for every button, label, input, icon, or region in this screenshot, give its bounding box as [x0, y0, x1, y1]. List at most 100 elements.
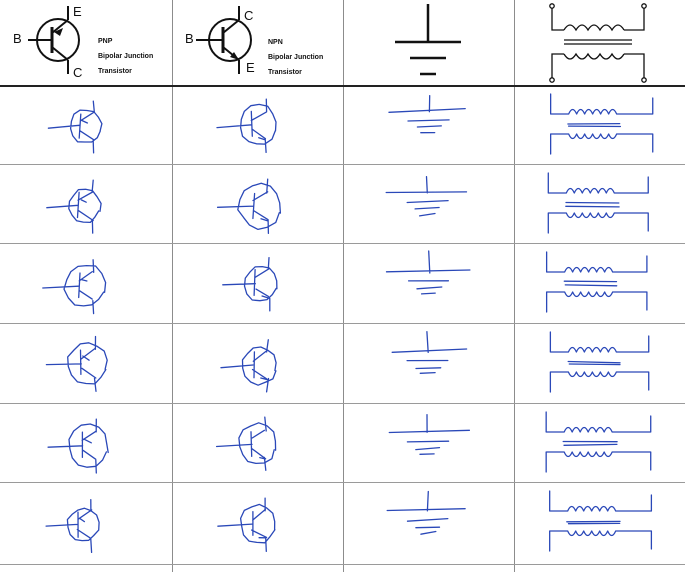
- sketch-cell: [172, 244, 343, 323]
- column-divider: [172, 0, 173, 572]
- sketch-cell: [343, 244, 514, 323]
- npn-transistor-sketch: [216, 98, 277, 154]
- ink-stroke: [549, 93, 654, 155]
- sketch-cell: [514, 86, 685, 165]
- npn-caption-line2: Bipolar Junction: [268, 53, 324, 61]
- pnp-transistor-symbol: [28, 6, 80, 74]
- sketch-cell: [514, 483, 685, 562]
- sketch-cell: [0, 483, 172, 562]
- terminal-b-label: B: [13, 31, 22, 46]
- sketch-cell: [172, 404, 343, 483]
- sketch-cell: [514, 165, 685, 244]
- pnp-transistor-sketch: [45, 335, 108, 392]
- ink-stroke: [47, 418, 109, 474]
- ground-reference-cell: [343, 0, 514, 85]
- ink-stroke: [388, 414, 471, 455]
- pnp-caption-line2: Bipolar Junction: [98, 52, 154, 60]
- pnp-caption-line1: PNP: [98, 37, 113, 45]
- row-divider: [0, 482, 685, 483]
- npn-transistor-symbol: [196, 6, 252, 74]
- column-divider: [514, 0, 515, 572]
- ink-stroke: [217, 497, 276, 552]
- terminal-e-label: E: [246, 60, 255, 75]
- sketch-cell: [172, 324, 343, 403]
- npn-transistor-sketch: [216, 178, 282, 234]
- sketch-cell: [0, 404, 172, 483]
- ink-stroke: [388, 94, 466, 134]
- ink-stroke: [222, 257, 278, 312]
- ground-symbol: [395, 4, 461, 76]
- transformer-sketch: [545, 251, 648, 313]
- ground-sketch: [385, 176, 468, 217]
- transformer-sketch: [549, 490, 653, 552]
- npn-transistor-sketch: [217, 497, 276, 552]
- ink-stroke: [216, 178, 282, 234]
- npn-reference-cell: B C E NPN Bipolar Junction Transistor: [172, 0, 343, 85]
- header-divider: [0, 85, 685, 87]
- sketch-cell: [0, 165, 172, 244]
- transformer-reference-cell: [514, 0, 685, 85]
- ink-stroke: [545, 411, 652, 473]
- sketch-cell: [0, 86, 172, 165]
- pnp-transistor-sketch: [46, 179, 102, 234]
- transformer-sketch: [549, 93, 654, 155]
- pnp-reference-cell: B E C PNP Bipolar Junction Transistor: [0, 0, 172, 85]
- sketch-cell: [514, 404, 685, 483]
- pnp-caption: PNP Bipolar Junction Transistor: [98, 30, 153, 83]
- ink-stroke: [216, 98, 277, 154]
- ink-stroke: [42, 259, 107, 315]
- sketch-cell: [172, 483, 343, 562]
- row-divider: [0, 323, 685, 324]
- row-divider: [0, 564, 685, 565]
- ground-sketch: [388, 94, 466, 134]
- ink-stroke: [45, 498, 100, 554]
- sketch-cell: [343, 86, 514, 165]
- row-divider: [0, 403, 685, 404]
- ground-sketch: [391, 331, 468, 374]
- sketch-cell: [0, 324, 172, 403]
- npn-caption-line3: Transistor: [268, 68, 302, 76]
- pnp-caption-line3: Transistor: [98, 67, 132, 75]
- ink-stroke: [549, 490, 653, 552]
- ink-stroke: [386, 490, 466, 535]
- npn-caption: NPN Bipolar Junction Transistor: [268, 31, 323, 84]
- npn-transistor-sketch: [215, 416, 277, 471]
- sketch-cell: [343, 483, 514, 562]
- ink-stroke: [545, 251, 648, 313]
- pnp-transistor-sketch: [45, 498, 100, 554]
- pnp-transistor-sketch: [47, 100, 103, 154]
- column-divider: [343, 0, 344, 572]
- ground-sketch: [388, 414, 471, 455]
- npn-caption-line1: NPN: [268, 38, 283, 46]
- ground-sketch: [386, 490, 466, 535]
- row-divider: [0, 164, 685, 165]
- ink-stroke: [45, 335, 108, 392]
- sketch-cell: [343, 404, 514, 483]
- ink-stroke: [46, 179, 102, 234]
- sketch-cell: [172, 165, 343, 244]
- npn-transistor-sketch: [222, 257, 278, 312]
- sketch-cell: [514, 244, 685, 323]
- transformer-sketch: [547, 172, 649, 234]
- npn-transistor-sketch: [220, 339, 277, 393]
- sketch-cell: [514, 324, 685, 403]
- ink-stroke: [47, 100, 103, 154]
- transformer-symbol: [549, 3, 647, 83]
- terminal-c-label: C: [244, 8, 254, 23]
- terminal-c-label: C: [73, 65, 83, 80]
- terminal-b-label: B: [185, 31, 194, 46]
- ink-stroke: [220, 339, 277, 393]
- pnp-transistor-sketch: [47, 418, 109, 474]
- transformer-sketch: [549, 331, 650, 393]
- ink-stroke: [547, 172, 649, 234]
- row-divider: [0, 243, 685, 244]
- sketch-cell: [343, 165, 514, 244]
- transformer-sketch: [545, 411, 652, 473]
- sketch-cell: [343, 324, 514, 403]
- terminal-e-label: E: [73, 4, 82, 19]
- ink-stroke: [391, 331, 468, 374]
- sketch-cell: [0, 244, 172, 323]
- ground-sketch: [385, 250, 471, 295]
- pnp-transistor-sketch: [42, 259, 107, 315]
